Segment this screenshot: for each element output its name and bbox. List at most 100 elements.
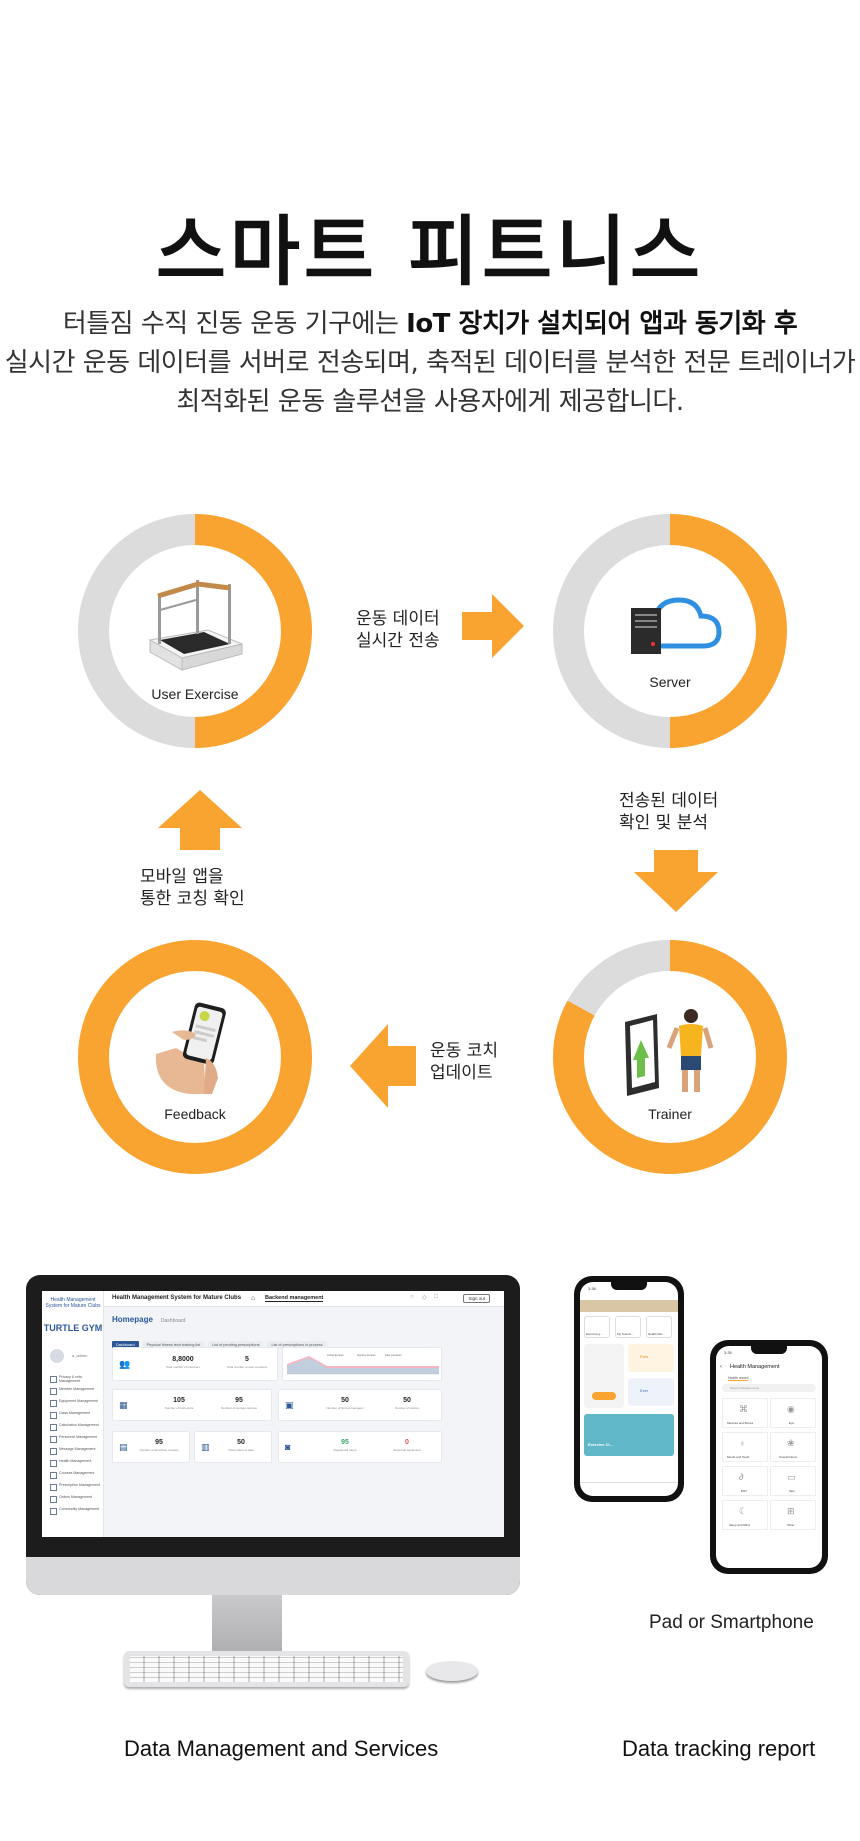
stat-label: Abnormal equipment [393, 1448, 421, 1452]
stat-value: 50 [403, 1397, 411, 1404]
step-4-line-1: 모바일 앱을 [140, 867, 224, 887]
step-1-line-1: 운동 데이터 [356, 609, 440, 629]
user-exercise-ring: User Exercise [78, 514, 312, 748]
status-time: 3:35 [724, 1350, 732, 1355]
start-button[interactable] [592, 1392, 616, 1400]
stat-label: Number of visitors [394, 1406, 420, 1410]
search-icon[interactable]: ○ [410, 1294, 414, 1300]
category-mouth-teeth[interactable]: ♁ Mouth and Teeth [722, 1432, 768, 1462]
tooth-icon: ♁ [739, 1438, 746, 1448]
monitor-chin [26, 1557, 520, 1595]
sidebar-item[interactable]: Privacy & sets Management [50, 1375, 102, 1387]
sidebar-item[interactable]: Member Management [50, 1387, 102, 1399]
trainer-ring: Trainer [553, 940, 787, 1174]
sidebar-brand: Health Management System for Mature Club… [45, 1297, 101, 1309]
phone-front-screen: 3:35 ‹ Health Management Health record S… [716, 1346, 822, 1568]
sidebar-item[interactable]: Calculation Management [50, 1423, 102, 1435]
category-ent[interactable]: ∂ENT [722, 1466, 768, 1496]
category-other[interactable]: ⊞Other [770, 1500, 816, 1530]
gym-logo-text: TURTLE GYM [43, 1323, 103, 1333]
exercise-card[interactable]: Exer [628, 1378, 674, 1406]
trend-chart-card: Active devices Inactive devices New memb… [282, 1347, 442, 1381]
sidebar-item[interactable]: Orders Management [50, 1495, 102, 1507]
stat-value: 95 [235, 1397, 243, 1404]
stat-value: 105 [173, 1397, 185, 1404]
bell-icon[interactable]: ◇ [422, 1295, 427, 1301]
users-icon: 👥 [119, 1359, 131, 1369]
tab-dashboard[interactable]: Dashboard [112, 1341, 139, 1349]
back-chevron-icon[interactable]: ‹ [720, 1364, 722, 1370]
page-title: 스마트 피트니스 [156, 207, 704, 296]
eye-icon: ◉ [787, 1404, 795, 1414]
category-sleep-mind[interactable]: ☾Sleep and Mind [722, 1500, 768, 1530]
sidebar-item[interactable]: Personnel Management [50, 1435, 102, 1447]
app-title: Health Management System for Mature Club… [112, 1295, 242, 1301]
tile-exercise[interactable]: Exercise g... [584, 1316, 610, 1338]
caption-data-management: Data Management and Services [124, 1736, 439, 1761]
category-eye[interactable]: ◉ Eye [770, 1398, 816, 1428]
arrow-left-icon [350, 1024, 416, 1108]
area-chart: Active devices Inactive devices New memb… [287, 1353, 439, 1375]
tab-fitness-training[interactable]: Physical fitness tech training list [142, 1341, 205, 1349]
subtab-health-record[interactable]: Health record [728, 1376, 749, 1381]
breadcrumb-home[interactable]: Homepage [112, 1315, 153, 1324]
disease-search-input[interactable]: Search disease name [722, 1384, 816, 1392]
stat-value: 95 [155, 1439, 163, 1446]
home-icon[interactable]: ⌂ [251, 1295, 256, 1302]
sidebar-item[interactable]: Prescription Management [50, 1483, 102, 1495]
mouse [426, 1661, 478, 1681]
category-label: Eye [789, 1421, 795, 1425]
sidebar-item[interactable]: Community Management [50, 1507, 102, 1519]
tile-health[interactable]: Health Mor... [646, 1316, 672, 1338]
stat-label: Total number of members [165, 1365, 200, 1369]
avatar [50, 1349, 64, 1363]
status-time: 3:38 [588, 1286, 596, 1291]
bone-icon: ⌘ [739, 1404, 748, 1414]
vibration-machine-illustration [148, 580, 244, 671]
stat-label: Number of formal managers [326, 1406, 364, 1410]
stat-label: Number of instructors [164, 1406, 194, 1410]
server-cloud-illustration [631, 597, 722, 654]
phone-back: 3:38 Exercise g... My Televis... Health … [574, 1276, 684, 1502]
card-label: Pres [640, 1354, 649, 1359]
category-overall-nerve[interactable]: ❀Overall Nerve [770, 1432, 816, 1462]
keyboard [124, 1651, 409, 1687]
exercise-class-banner[interactable]: Exercise Cl... [584, 1414, 674, 1456]
category-label: Mouth and Teeth [727, 1455, 750, 1459]
arrow-right-icon [462, 594, 524, 658]
intro-line-1-bold: IoT 장치가 설치되어 앱과 동기화 후 [406, 309, 798, 339]
id-card-icon: ▣ [285, 1400, 294, 1410]
step-2-line-2: 확인 및 분석 [619, 813, 709, 833]
category-skin[interactable]: ▭Skin [770, 1466, 816, 1496]
tab-pending-prescriptions[interactable]: List of pending prescriptions [208, 1341, 264, 1349]
device-card[interactable] [584, 1344, 624, 1408]
sidebar-item[interactable]: Courses Management [50, 1471, 102, 1483]
arrow-down-icon [634, 850, 718, 912]
signout-button[interactable]: Sign out [463, 1294, 490, 1303]
tab-prescriptions-in-process[interactable]: List of prescriptions in process [267, 1341, 327, 1349]
sidebar-item[interactable]: Equipment Management [50, 1399, 102, 1411]
stat-value: 95 [341, 1439, 349, 1446]
sidebar-item[interactable]: Health Management [50, 1459, 102, 1471]
trainer-tablet-illustration [625, 1009, 714, 1096]
server-ring: Server [553, 514, 787, 748]
category-label: Overall Nerve [779, 1455, 798, 1459]
category-label: Sleep and Mind [729, 1523, 750, 1527]
stat-value: 5 [245, 1356, 249, 1363]
fullscreen-icon[interactable]: □ [434, 1294, 438, 1300]
stat-label: Number of all activity courses [139, 1448, 179, 1452]
legend-item: Inactive devices [357, 1353, 376, 1357]
device-icon: ◙ [285, 1442, 291, 1452]
tile-television[interactable]: My Televis... [615, 1316, 641, 1338]
phone-front: 3:35 ‹ Health Management Health record S… [710, 1340, 828, 1574]
prescription-card[interactable]: Pres [628, 1344, 674, 1372]
sidebar-item[interactable]: Message Management [50, 1447, 102, 1459]
sidebar-item[interactable]: Class Management [50, 1411, 102, 1423]
tab-backend-management[interactable]: Backend management [265, 1295, 324, 1302]
stat-value: 0 [405, 1439, 409, 1446]
tile-label: Health Mor... [648, 1332, 666, 1336]
category-muscles-bones[interactable]: ⌘Muscles and Bones [722, 1398, 768, 1428]
desktop-monitor: Health Management System for Mature Club… [26, 1275, 520, 1595]
